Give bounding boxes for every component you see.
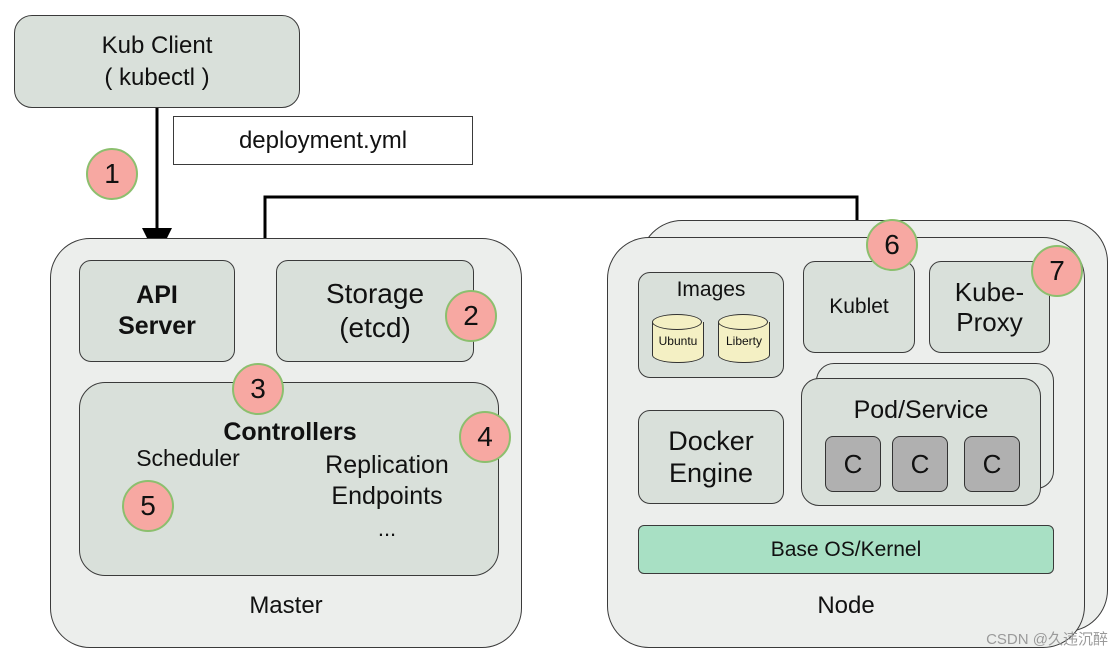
api-server-box: API Server — [79, 260, 235, 362]
replication-label: Replication — [325, 451, 449, 479]
ubuntu-image-icon: Ubuntu — [652, 314, 704, 366]
docker-engine-label-2: Engine — [668, 458, 754, 488]
kubelet-box: Kublet — [803, 261, 915, 353]
api-server-label-1: API — [136, 281, 178, 309]
controllers-box — [79, 382, 499, 576]
container-3: C — [964, 436, 1020, 492]
ubuntu-image-label: Ubuntu — [658, 334, 698, 348]
docker-engine-label-1: Docker — [668, 426, 754, 456]
container-2: C — [892, 436, 948, 492]
storage-label-1: Storage — [325, 278, 425, 309]
deployment-file-box: deployment.yml — [173, 116, 473, 165]
storage-box: Storage (etcd) — [276, 260, 474, 362]
api-server-label-2: Server — [118, 312, 196, 340]
liberty-image-icon: Liberty — [718, 314, 770, 366]
container-1: C — [825, 436, 881, 492]
step-badge-7: 7 — [1031, 245, 1083, 297]
kube-proxy-label-2: Proxy — [956, 307, 1023, 337]
storage-label-2: (etcd) — [339, 312, 411, 343]
kube-proxy-label-1: Kube- — [954, 277, 1025, 307]
kubectl-label: ( kubectl ) — [104, 63, 210, 91]
step-badge-5: 5 — [122, 480, 174, 532]
docker-engine-box: Docker Engine — [638, 410, 784, 504]
step-badge-1: 1 — [86, 148, 138, 200]
base-os-bar: Base OS/Kernel — [638, 525, 1054, 574]
pod-service-title: Pod/Service — [853, 396, 989, 424]
step-badge-4: 4 — [459, 411, 511, 463]
kub-client-label: Kub Client — [101, 31, 213, 59]
deployment-file-label: deployment.yml — [238, 126, 408, 154]
more-controllers-label: ... — [377, 516, 397, 541]
node-label: Node — [817, 592, 875, 619]
step-badge-3: 3 — [232, 363, 284, 415]
images-title: Images — [676, 278, 746, 301]
base-os-label: Base OS/Kernel — [770, 537, 922, 561]
kubelet-label: Kublet — [829, 295, 889, 318]
liberty-image-label: Liberty — [725, 334, 763, 348]
master-label: Master — [249, 592, 323, 619]
kube-proxy-box: Kube- Proxy — [929, 261, 1050, 353]
scheduler-label: Scheduler — [136, 445, 240, 471]
step-badge-2: 2 — [445, 290, 497, 342]
watermark: CSDN @久违沉醉 — [986, 631, 1108, 648]
step-badge-6: 6 — [866, 219, 918, 271]
controllers-title: Controllers — [223, 418, 357, 446]
kub-client-box: Kub Client ( kubectl ) — [14, 15, 300, 108]
endpoints-label: Endpoints — [331, 482, 443, 510]
